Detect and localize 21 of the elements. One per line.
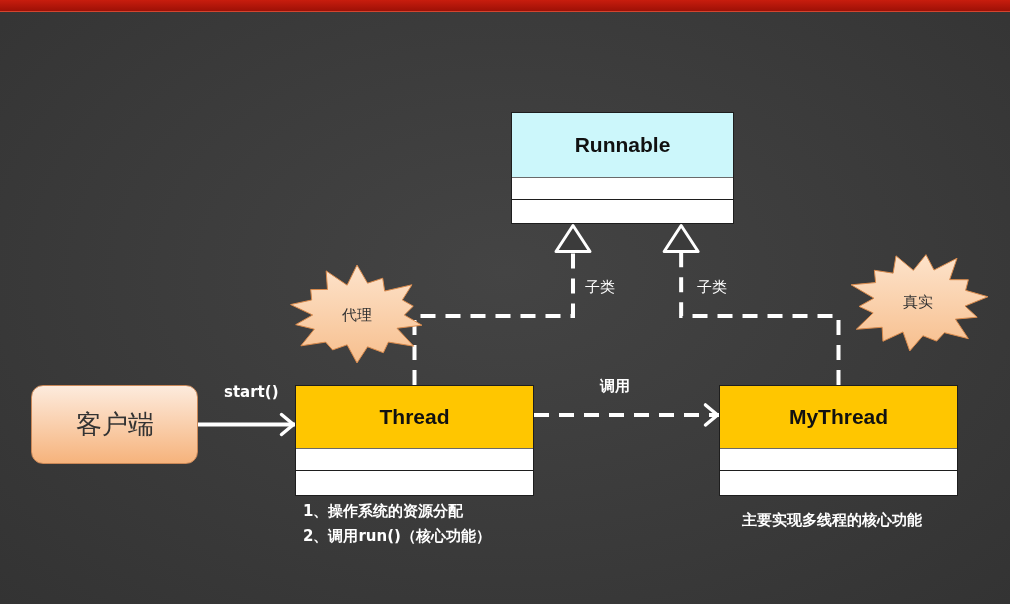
- class-name: MyThread: [788, 404, 889, 429]
- edge-label: 子类: [585, 278, 615, 297]
- box-label: 客户端: [75, 408, 154, 441]
- class-box: [719, 385, 958, 496]
- dashed-arrow: [662, 224, 841, 385]
- note-text: 2、调用run()（核心功能）: [303, 527, 491, 546]
- edge-label: start(): [224, 383, 279, 401]
- dashed-arrow: [412, 224, 592, 385]
- note-text: 主要实现多线程的核心功能: [742, 511, 922, 530]
- class-box: [511, 112, 734, 224]
- class-name: Thread: [379, 404, 450, 429]
- dashed-arrow: [534, 403, 720, 427]
- rounded-box: [31, 385, 198, 464]
- edge-label: 调用: [600, 377, 630, 396]
- edge-label: 子类: [697, 278, 727, 297]
- callout-text: 真实: [903, 292, 933, 312]
- arrow: [198, 412, 296, 437]
- callout-text: 代理: [342, 305, 372, 325]
- class-box: [295, 385, 534, 496]
- class-name: Runnable: [574, 132, 671, 157]
- note-text: 1、操作系统的资源分配: [303, 502, 464, 521]
